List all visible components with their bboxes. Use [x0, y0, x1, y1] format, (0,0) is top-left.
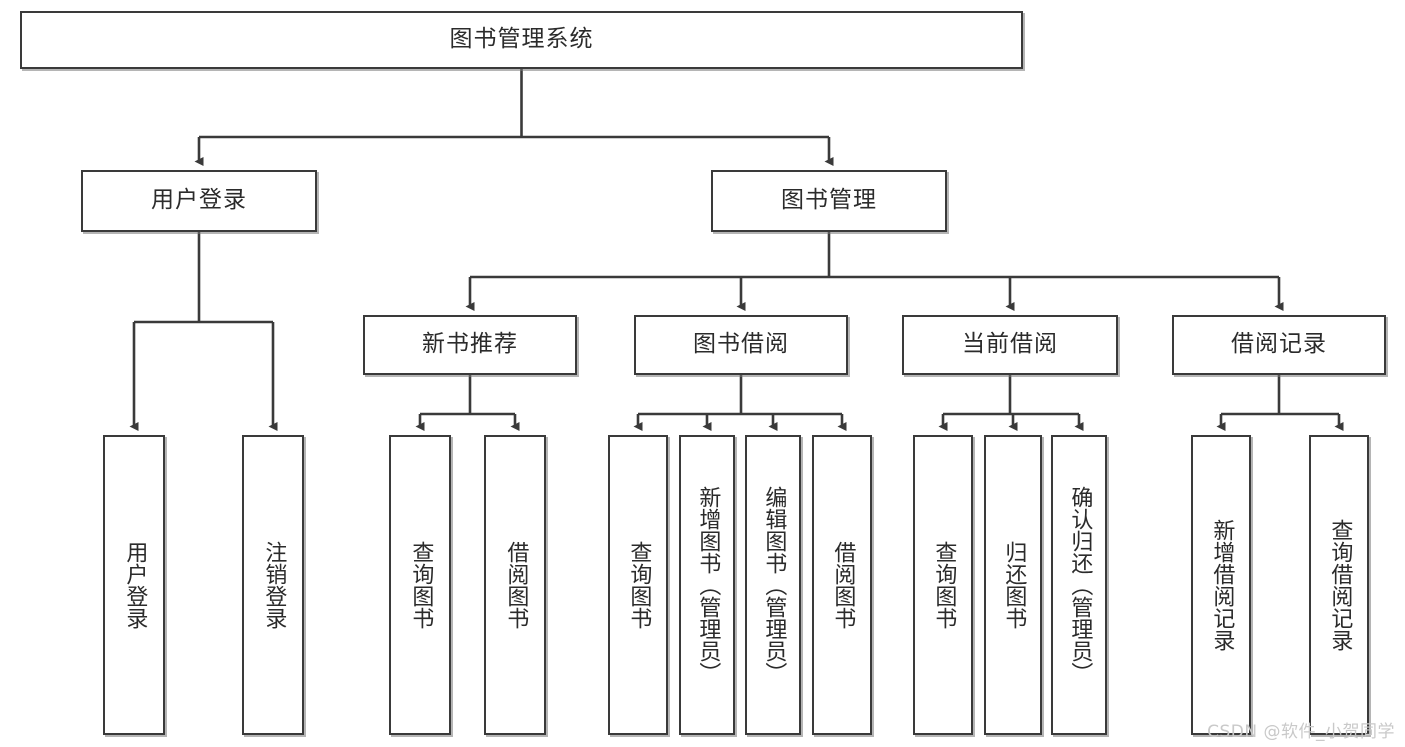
node-leaf-edit-book[interactable]: 编辑图书（管理员）: [745, 435, 801, 735]
node-leaf-query-book-1[interactable]: 查询图书: [389, 435, 451, 735]
node-label: 注销登录: [261, 541, 287, 629]
node-label: 当前借阅: [962, 331, 1058, 358]
node-label: 用户登录: [122, 541, 148, 629]
node-book-borrow[interactable]: 图书借阅: [634, 315, 848, 375]
node-root[interactable]: 图书管理系统: [20, 11, 1023, 69]
node-leaf-logout[interactable]: 注销登录: [242, 435, 304, 735]
node-current-borrow[interactable]: 当前借阅: [902, 315, 1118, 375]
node-label: 借阅图书: [830, 541, 856, 629]
node-label: 图书借阅: [693, 331, 789, 358]
node-leaf-query-book-2[interactable]: 查询图书: [608, 435, 668, 735]
node-label: 借阅记录: [1231, 331, 1327, 358]
node-label: 借阅图书: [503, 541, 529, 629]
node-borrow-record[interactable]: 借阅记录: [1172, 315, 1386, 375]
node-leaf-query-book-3[interactable]: 查询图书: [913, 435, 973, 735]
node-label: 查询图书: [626, 541, 652, 629]
node-leaf-query-record[interactable]: 查询借阅记录: [1309, 435, 1369, 735]
node-label: 图书管理系统: [449, 26, 594, 53]
node-label: 新增借阅记录: [1209, 519, 1235, 651]
node-leaf-borrow-book-2[interactable]: 借阅图书: [812, 435, 872, 735]
node-label: 用户登录: [151, 187, 247, 214]
node-user-login[interactable]: 用户登录: [81, 170, 317, 232]
node-leaf-add-book[interactable]: 新增图书（管理员）: [679, 435, 735, 735]
node-label: 编辑图书（管理员）: [761, 486, 787, 684]
node-label: 归还图书: [1001, 541, 1027, 629]
node-leaf-return-book[interactable]: 归还图书: [984, 435, 1042, 735]
node-label: 图书管理: [781, 187, 877, 214]
node-leaf-borrow-book-1[interactable]: 借阅图书: [484, 435, 546, 735]
node-label: 查询图书: [408, 541, 434, 629]
node-leaf-user-login[interactable]: 用户登录: [103, 435, 165, 735]
node-leaf-confirm-return[interactable]: 确认归还（管理员）: [1051, 435, 1107, 735]
node-label: 确认归还（管理员）: [1067, 486, 1093, 684]
node-label: 新书推荐: [422, 331, 518, 358]
node-label: 新增图书（管理员）: [695, 486, 721, 684]
watermark-label: CSDN @软件_小贺同学: [1207, 722, 1395, 742]
node-label: 查询借阅记录: [1327, 519, 1353, 651]
node-book-manage[interactable]: 图书管理: [711, 170, 947, 232]
node-leaf-add-record[interactable]: 新增借阅记录: [1191, 435, 1251, 735]
node-new-book-recommend[interactable]: 新书推荐: [363, 315, 577, 375]
node-label: 查询图书: [931, 541, 957, 629]
